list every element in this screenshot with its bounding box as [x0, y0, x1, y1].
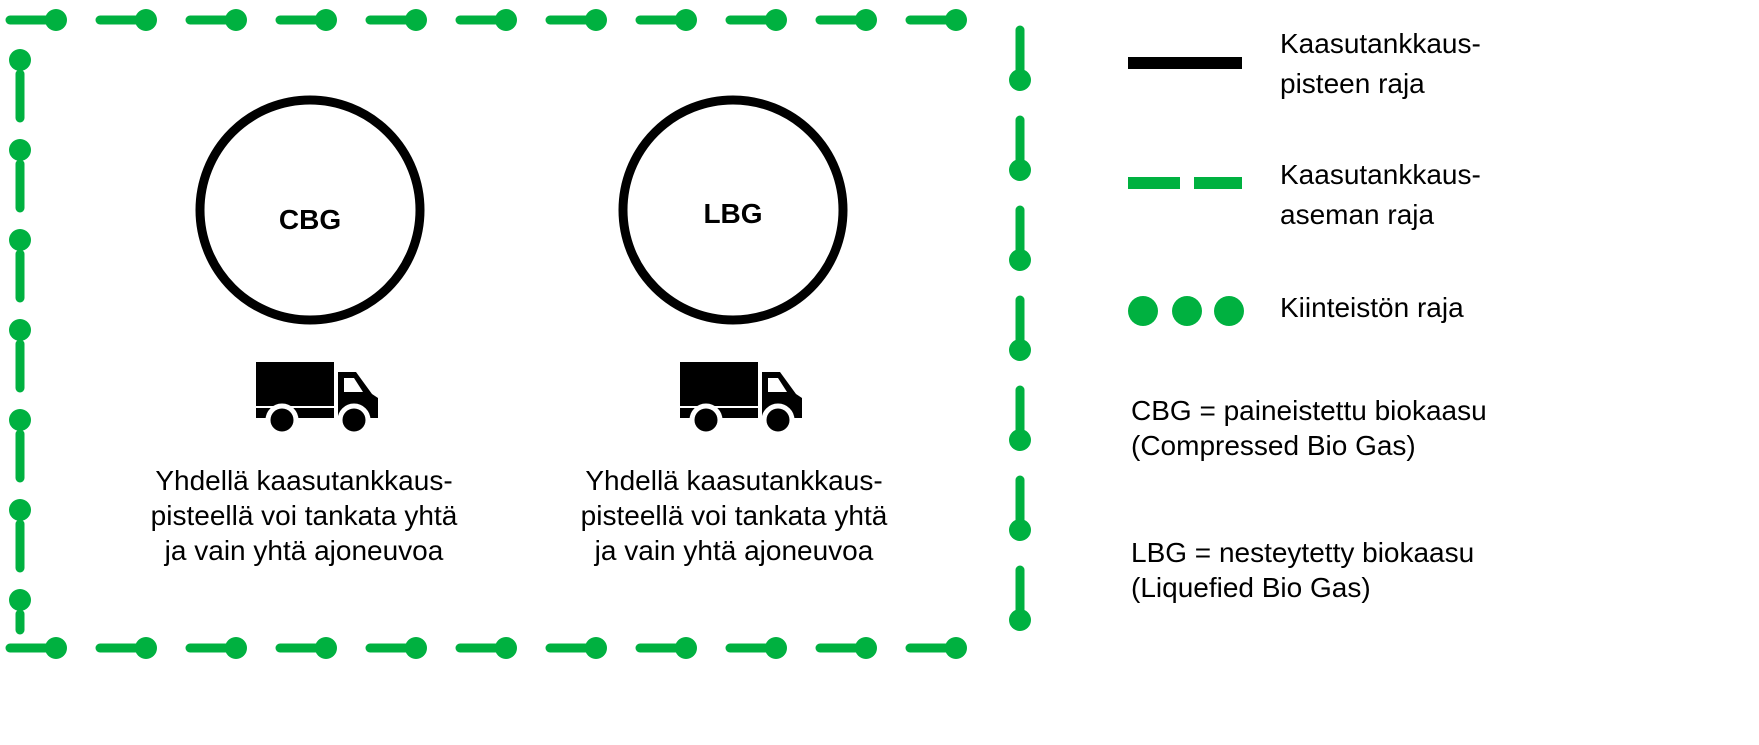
note-line: (Compressed Bio Gas)	[1131, 430, 1416, 461]
boundary-dot	[1009, 609, 1031, 631]
boundary-dot	[765, 637, 787, 659]
property-boundary-dots	[9, 9, 1031, 659]
legend-dot	[1128, 296, 1158, 326]
boundary-dot	[495, 637, 517, 659]
truck-icon	[256, 362, 378, 437]
boundary-dot	[225, 9, 247, 31]
boundary-dot	[1009, 249, 1031, 271]
station-boundary-dashes	[5, 15, 1025, 653]
cbg-label: CBG	[278, 204, 342, 235]
boundary-dot	[1009, 519, 1031, 541]
caption-line: Yhdellä kaasutankkaus-	[155, 465, 453, 496]
note-line: CBG = paineistettu biokaasu	[1131, 395, 1487, 426]
boundary-dot	[945, 9, 967, 31]
caption-line: ja vain yhtä ajoneuvoa	[164, 535, 444, 566]
legend-label: Kaasutankkaus-	[1280, 159, 1481, 190]
boundary-dot	[405, 637, 427, 659]
cbg-note: CBG = paineistettu biokaasu (Compressed …	[1131, 393, 1487, 463]
legend-item-pump-boundary: Kaasutankkaus- pisteen raja	[1280, 24, 1481, 104]
boundary-dot	[45, 9, 67, 31]
boundary-dot	[855, 637, 877, 659]
boundary-dot	[135, 9, 157, 31]
caption-line: pisteellä voi tankata yhtä	[150, 500, 458, 531]
boundary-dot	[405, 9, 427, 31]
caption-line: Yhdellä kaasutankkaus-	[585, 465, 883, 496]
boundary-dot	[1009, 339, 1031, 361]
cbg-caption: Yhdellä kaasutankkaus- pisteellä voi tan…	[94, 463, 514, 568]
boundary-dot	[855, 9, 877, 31]
boundary-dot	[9, 229, 31, 251]
boundary-dot	[9, 49, 31, 71]
boundary-dot	[9, 499, 31, 521]
cbg-pump-boundary	[195, 95, 425, 325]
boundary-dot	[1009, 159, 1031, 181]
boundary-dot	[675, 637, 697, 659]
legend-label: aseman raja	[1280, 199, 1435, 230]
boundary-dot	[135, 637, 157, 659]
boundary-dot	[315, 637, 337, 659]
legend-item-property-boundary: Kiinteistön raja	[1280, 288, 1464, 328]
boundary-dot	[495, 9, 517, 31]
lbg-caption: Yhdellä kaasutankkaus- pisteellä voi tan…	[524, 463, 944, 568]
boundary-dot	[9, 319, 31, 341]
legend-item-station-boundary: Kaasutankkaus- aseman raja	[1280, 155, 1481, 235]
caption-line: pisteellä voi tankata yhtä	[580, 500, 888, 531]
boundary-dot	[1009, 69, 1031, 91]
boundary-dot	[225, 637, 247, 659]
caption-line: ja vain yhtä ajoneuvoa	[594, 535, 874, 566]
legend-label: Kaasutankkaus-	[1280, 28, 1481, 59]
truck-icon	[680, 362, 802, 437]
boundary-dot	[765, 9, 787, 31]
legend-dot	[1172, 296, 1202, 326]
note-line: (Liquefied Bio Gas)	[1131, 572, 1371, 603]
legend-dot	[1214, 296, 1244, 326]
lbg-pump-boundary	[618, 95, 848, 325]
boundary-dot	[9, 139, 31, 161]
boundary-dot	[945, 637, 967, 659]
boundary-dot	[675, 9, 697, 31]
boundary-dot	[1009, 429, 1031, 451]
note-line: LBG = nesteytetty biokaasu	[1131, 537, 1475, 568]
boundary-dot	[585, 637, 607, 659]
boundary-dot	[9, 409, 31, 431]
lbg-label: LBG	[703, 198, 763, 229]
boundary-dot	[45, 637, 67, 659]
lbg-note: LBG = nesteytetty biokaasu (Liquefied Bi…	[1131, 535, 1474, 605]
boundary-dot	[315, 9, 337, 31]
legend-label: pisteen raja	[1280, 68, 1425, 99]
boundary-dot	[9, 589, 31, 611]
legend-label: Kiinteistön raja	[1280, 292, 1464, 323]
boundary-dot	[585, 9, 607, 31]
